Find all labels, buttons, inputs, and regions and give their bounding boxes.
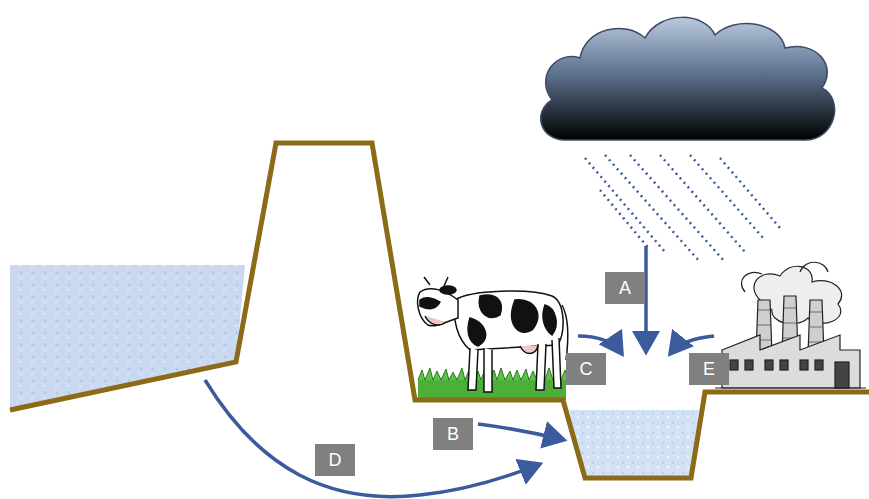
callout-letter: E bbox=[689, 353, 729, 385]
callout-letter: B bbox=[433, 418, 473, 450]
cow bbox=[418, 277, 568, 392]
callout-letter: A bbox=[605, 272, 645, 304]
grass bbox=[418, 368, 569, 400]
callout-letter: D bbox=[315, 444, 355, 476]
factory bbox=[715, 262, 866, 388]
callout-letter: C bbox=[566, 353, 606, 385]
